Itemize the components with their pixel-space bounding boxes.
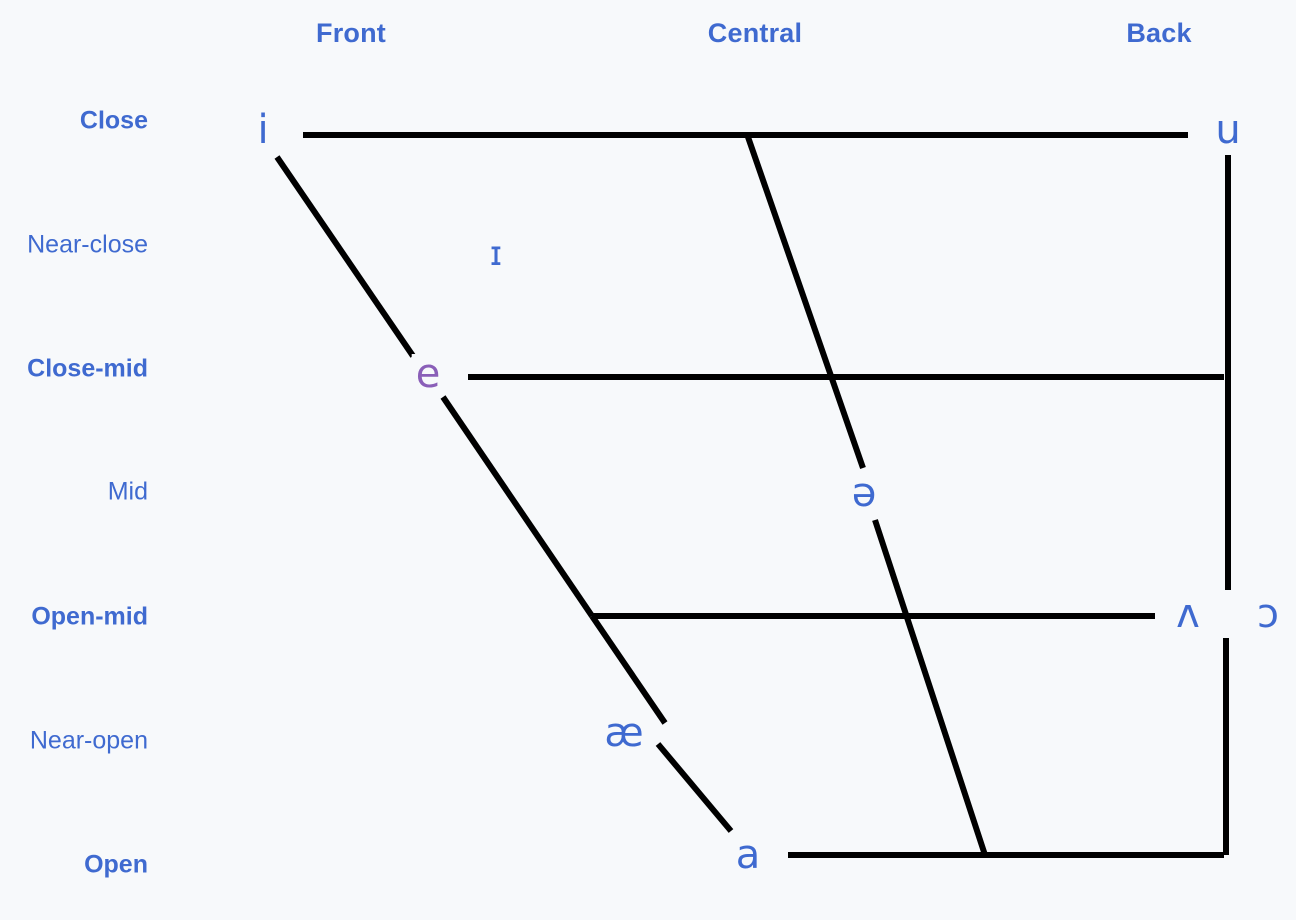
- column-header-central: Central: [707, 18, 803, 48]
- line-front-diagonal-ae-to-a: [655, 742, 734, 833]
- vowel-symbol-schwa[interactable]: ə: [847, 473, 881, 513]
- row-label-close: Close: [79, 106, 148, 135]
- row-label-near-close: Near-close: [27, 230, 148, 259]
- vowel-symbol-small-capital-i[interactable]: ɪ: [485, 237, 507, 271]
- column-header-front: Front: [316, 18, 386, 48]
- line-front-diagonal-open-mid-to-ae: [589, 614, 668, 725]
- row-label-close-mid: Close-mid: [27, 354, 148, 383]
- row-label-open-mid: Open-mid: [31, 602, 148, 631]
- line-front-diagonal-i-to-e: [274, 155, 416, 358]
- line-central-diagonal-top: [745, 136, 866, 469]
- vowel-symbol-e[interactable]: e: [411, 354, 445, 394]
- vowel-symbol-ash[interactable]: æ: [600, 713, 648, 753]
- column-header-back: Back: [1126, 18, 1192, 48]
- row-label-open: Open: [84, 850, 148, 879]
- vowel-symbol-i[interactable]: i: [253, 110, 273, 150]
- vowel-symbol-u[interactable]: u: [1211, 110, 1245, 150]
- vowel-symbol-a[interactable]: a: [731, 835, 765, 875]
- line-front-diagonal-e-to-open-mid: [440, 395, 595, 618]
- row-label-mid: Mid: [107, 477, 148, 506]
- vowel-symbol-open-o[interactable]: ɔ: [1253, 594, 1283, 634]
- line-central-diagonal-bottom: [872, 519, 988, 856]
- vowel-symbol-turned-v[interactable]: ʌ: [1172, 594, 1204, 634]
- row-label-near-open: Near-open: [29, 726, 148, 755]
